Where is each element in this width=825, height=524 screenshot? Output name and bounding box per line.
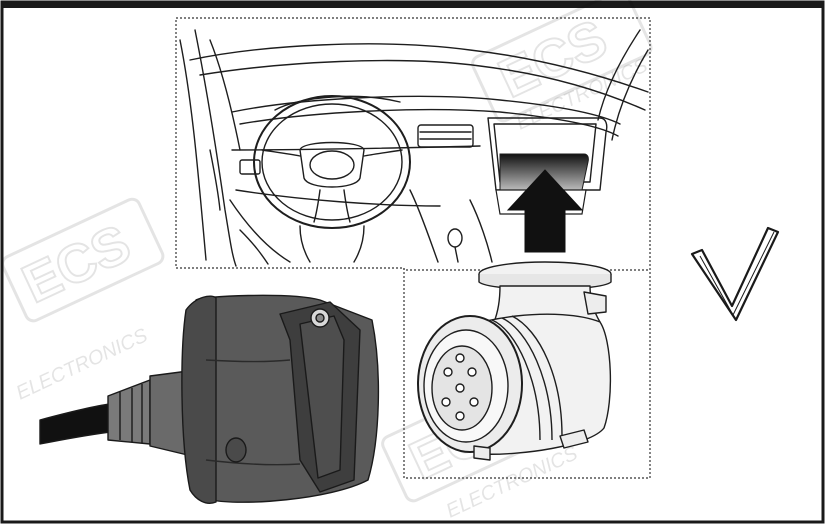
trailer-socket-illustration — [39, 294, 380, 504]
car-dashboard-illustration — [179, 29, 649, 267]
checkmark-icon — [690, 226, 780, 322]
up-arrow-icon — [506, 169, 584, 253]
checkmark-inner-line — [699, 231, 775, 317]
adapter-callout-frame — [403, 268, 651, 479]
top-edge-strip — [2, 2, 823, 8]
adapter-plug-illustration — [417, 261, 612, 461]
